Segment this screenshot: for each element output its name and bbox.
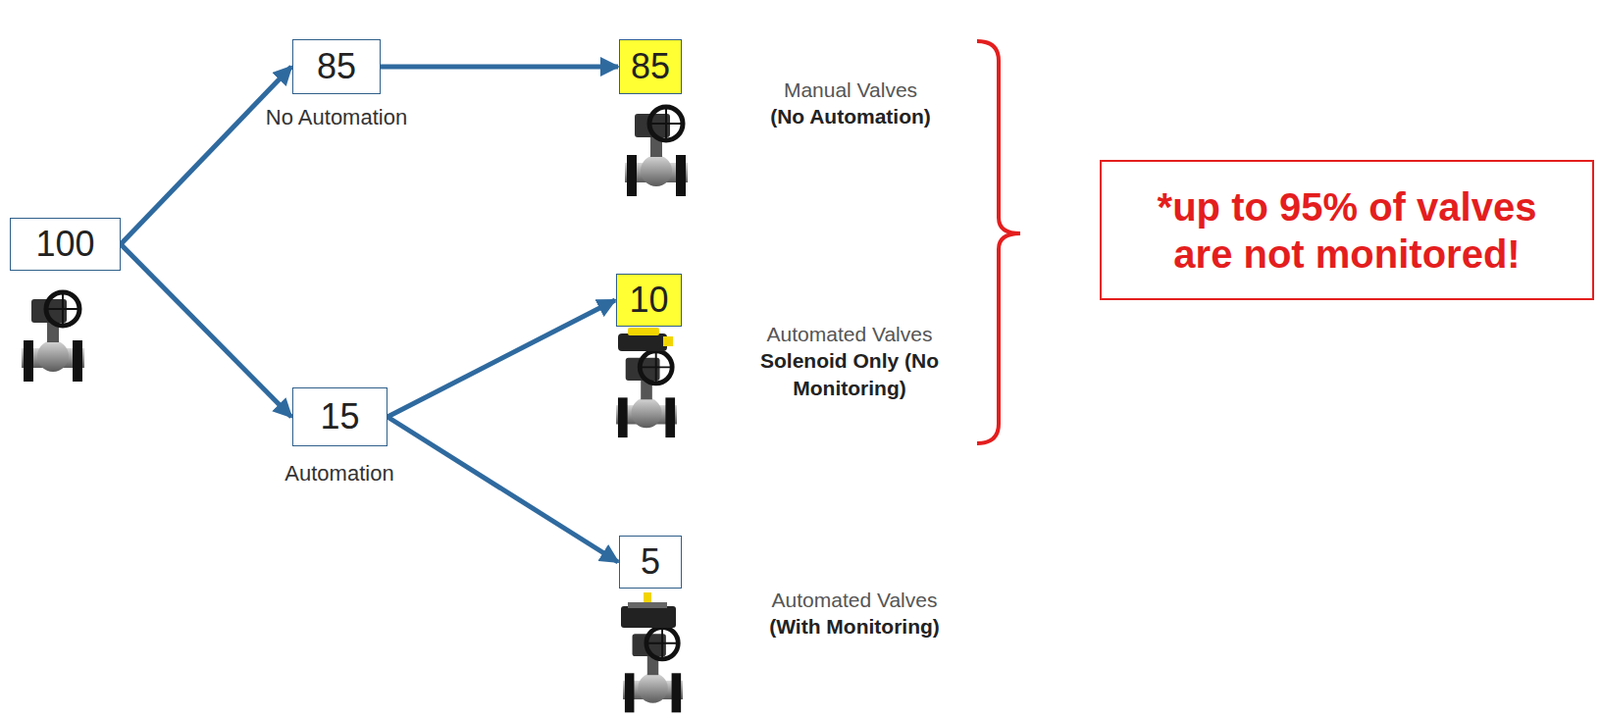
flow-arrow bbox=[387, 300, 616, 417]
red-bracket bbox=[977, 41, 1021, 444]
caption-group: Manual Valves(No Automation) bbox=[722, 76, 979, 131]
caption-text: Manual Valves bbox=[722, 76, 979, 104]
solenoid-valve-icon bbox=[616, 327, 677, 438]
count-number: 15 bbox=[319, 396, 360, 438]
count-node: 85Manual Valves(No Automation) bbox=[619, 39, 682, 95]
count-box: 85 bbox=[292, 39, 381, 95]
count-number: 10 bbox=[628, 279, 669, 321]
caption-text: Automated Valves bbox=[726, 586, 982, 614]
count-node: 85No Automation bbox=[292, 39, 381, 95]
caption-text: Solenoid Only (No Monitoring) bbox=[722, 347, 978, 402]
count-node: 10Automated ValvesSolenoid Only (No Moni… bbox=[616, 273, 682, 327]
count-node: 5Automated Valves(With Monitoring) bbox=[619, 535, 682, 589]
caption-text: Automated Valves bbox=[722, 320, 978, 348]
count-number: 100 bbox=[35, 223, 95, 265]
monitored-valve-icon bbox=[620, 592, 683, 713]
caption-group: Automated Valves(With Monitoring) bbox=[726, 586, 982, 641]
callout-frame: *up to 95% of valves are not monitored! bbox=[1099, 159, 1595, 301]
flow-arrow bbox=[120, 66, 292, 245]
caption-group: No Automation bbox=[238, 103, 435, 133]
caption-text: Automation bbox=[241, 460, 438, 489]
count-node: 100 bbox=[9, 217, 121, 271]
valve-icon bbox=[21, 292, 85, 382]
count-box: 10 bbox=[616, 273, 682, 327]
caption-group: Automation bbox=[241, 460, 438, 489]
caption-text: No Automation bbox=[238, 103, 435, 133]
caption-text: (No Automation) bbox=[722, 103, 979, 130]
valve-icon bbox=[624, 106, 688, 197]
count-number: 5 bbox=[640, 541, 661, 583]
count-box: 15 bbox=[292, 387, 388, 447]
count-number: 85 bbox=[316, 46, 357, 88]
flow-arrow bbox=[387, 416, 619, 563]
callout-box: *up to 95% of valves are not monitored! bbox=[1099, 159, 1595, 301]
caption-text: (With Monitoring) bbox=[726, 613, 982, 640]
flow-arrow bbox=[380, 64, 619, 70]
count-box: 5 bbox=[619, 535, 682, 589]
count-box: 100 bbox=[9, 217, 121, 271]
callout-text: *up to 95% of valves are not monitored! bbox=[1129, 183, 1565, 278]
count-number: 85 bbox=[630, 46, 671, 88]
flow-arrow bbox=[120, 244, 292, 417]
caption-group: Automated ValvesSolenoid Only (No Monito… bbox=[722, 320, 978, 402]
count-box: 85 bbox=[619, 39, 682, 95]
count-node: 15Automation bbox=[292, 387, 388, 447]
